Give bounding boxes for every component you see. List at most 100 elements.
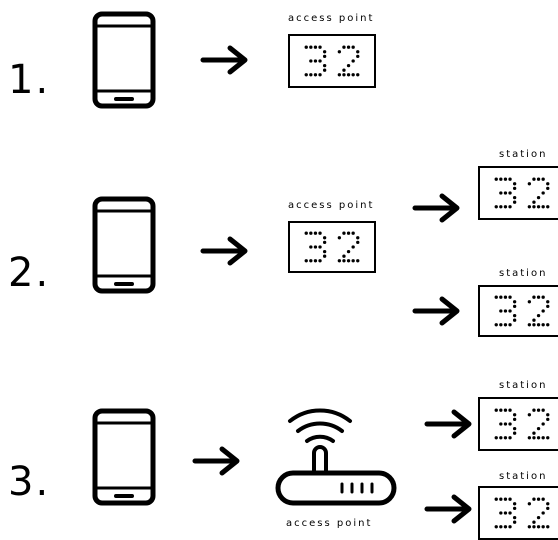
led-dot (541, 436, 545, 440)
led-dot (313, 245, 318, 249)
led-dot (309, 245, 313, 249)
led-dot (527, 525, 532, 529)
led-dot (541, 177, 545, 181)
led-dot (351, 59, 355, 63)
led-dot (541, 323, 545, 327)
led-dot (536, 313, 541, 318)
led-dot (536, 408, 541, 412)
led-dot (351, 259, 355, 263)
led-dot (503, 497, 508, 501)
led-dot (508, 191, 512, 195)
led-dot (508, 497, 512, 501)
row-3-label: 3. (8, 459, 51, 505)
led-dot (318, 259, 322, 263)
arrow-right-icon (412, 296, 460, 326)
led-dot (532, 497, 536, 501)
led-dot (494, 525, 498, 529)
led-dot (512, 417, 517, 422)
led-dot (512, 182, 517, 186)
access-point-display (288, 34, 376, 88)
led-dot (536, 323, 541, 327)
led-dot (541, 191, 545, 195)
led-dot (512, 304, 517, 309)
led-dot (512, 313, 517, 318)
arrow-right-icon (424, 494, 472, 524)
led-display-icon (494, 408, 550, 440)
led-dot (337, 236, 342, 240)
led-dot (351, 45, 355, 49)
led-dot (536, 525, 541, 529)
led-dot (503, 408, 508, 412)
led-dot (494, 177, 498, 181)
led-dot (356, 50, 360, 54)
led-dot (313, 231, 318, 235)
led-dot (536, 177, 541, 181)
led-dot (322, 68, 327, 72)
led-dot (512, 426, 517, 431)
led-display-icon (304, 231, 360, 263)
led-dot (527, 300, 532, 304)
led-dot (536, 436, 541, 440)
led-dot (494, 408, 498, 412)
led-dot (499, 323, 503, 327)
led-digit (527, 408, 550, 440)
led-dot (541, 422, 545, 426)
arrow-right-icon (424, 409, 472, 439)
led-dot (318, 45, 322, 49)
led-dot (512, 413, 517, 417)
led-dot (356, 73, 360, 77)
led-dot (322, 254, 327, 258)
led-dot (356, 54, 360, 59)
station-caption: station (499, 380, 548, 391)
led-dot (494, 436, 498, 440)
led-dot (494, 295, 498, 299)
led-dot (532, 200, 536, 204)
led-dot (512, 300, 517, 304)
led-dot (318, 231, 322, 235)
arrow-right-icon (200, 45, 248, 75)
led-dot (527, 436, 532, 440)
station-display (478, 285, 558, 337)
led-dot (508, 525, 512, 529)
led-dot (499, 436, 503, 440)
led-dot (532, 323, 536, 327)
led-dot (546, 413, 550, 417)
led-dot (532, 295, 536, 299)
led-dot (541, 497, 545, 501)
led-dot (499, 205, 503, 209)
led-dot (536, 205, 541, 209)
led-dot (503, 323, 508, 327)
led-dot (546, 417, 550, 422)
led-dot (503, 295, 508, 299)
led-dot (546, 506, 550, 511)
led-dot (503, 422, 508, 426)
led-dot (508, 323, 512, 327)
access-point-caption: access point (286, 518, 373, 529)
led-dot (503, 525, 508, 529)
led-dot (546, 300, 550, 304)
led-dot (532, 318, 536, 322)
led-dot (342, 254, 346, 258)
led-dot (309, 259, 313, 263)
led-dot (512, 502, 517, 506)
led-dot (546, 436, 550, 440)
led-dot (322, 63, 327, 68)
led-dot (532, 408, 536, 412)
led-dot (318, 73, 322, 77)
led-dot (494, 205, 498, 209)
led-dot (532, 177, 536, 181)
led-dot (313, 259, 318, 263)
led-dot (536, 497, 541, 501)
station-caption: station (499, 268, 548, 279)
led-dot (337, 73, 342, 77)
led-display-icon (304, 45, 360, 77)
led-dot (527, 182, 532, 186)
led-dot (508, 436, 512, 440)
led-dot (356, 259, 360, 263)
led-dot (512, 506, 517, 511)
station-display (478, 166, 558, 220)
led-dot (508, 205, 512, 209)
led-dot (508, 295, 512, 299)
access-point-caption: access point (288, 13, 375, 24)
led-digit (337, 45, 360, 77)
